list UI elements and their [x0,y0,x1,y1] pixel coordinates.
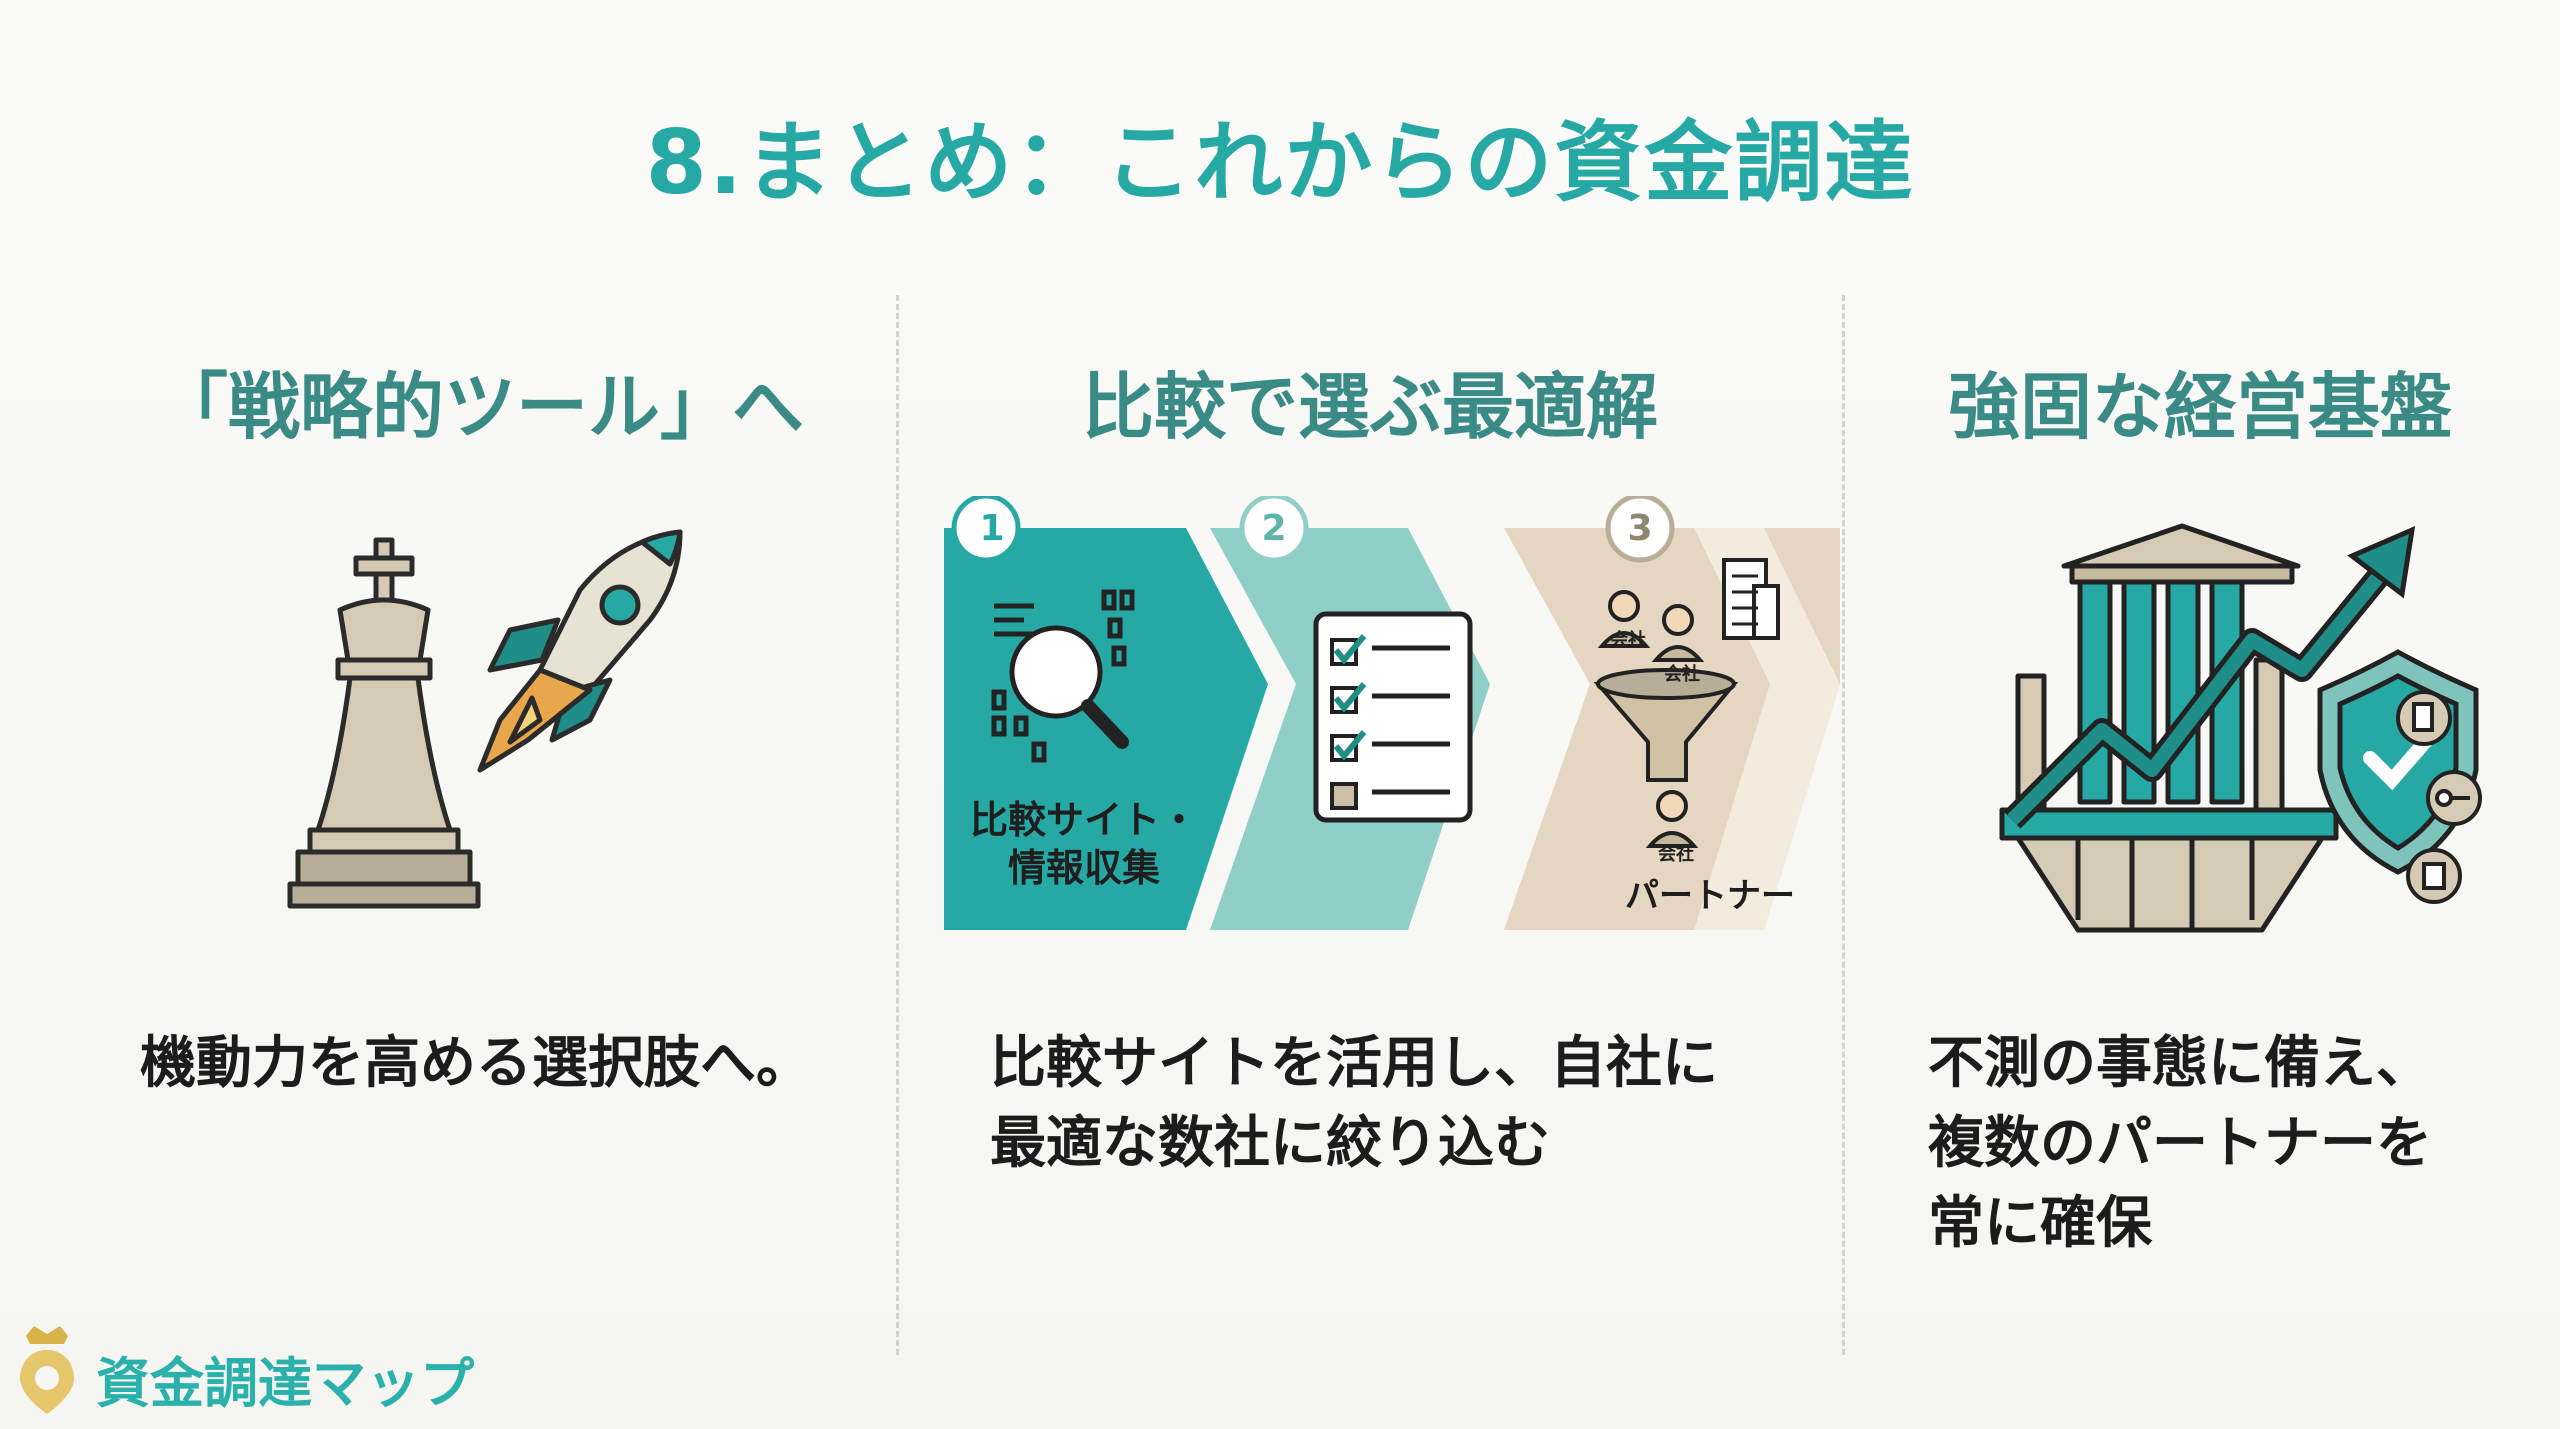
page-title: 8.まとめ：これからの資金調達 [645,111,1915,214]
column-2-text-line: 比較サイトを活用し、自社に [990,1031,1718,1096]
column-2-text: 比較サイトを活用し、自社に 最適な数社に絞り込む [990,1024,1810,1184]
column-divider-1 [896,295,899,1355]
column-2-heading: 比較で選ぶ最適解 [1081,365,1658,449]
process-diagram [944,496,1840,930]
column-2-text-line: 最適な数社に絞り込む [990,1111,1550,1176]
company-tag-3: 会社 [1658,844,1694,865]
step-3-label: パートナー [1625,876,1795,916]
step-1-label-line: 比較サイト・ [969,798,1198,842]
brand-logo-icon [20,1326,74,1414]
column-divider-2 [1842,295,1845,1355]
magnifier-icon [991,589,1135,763]
step-1-label-line: 情報収集 [1007,846,1160,890]
column-3-text-line: 不測の事態に備え、 [1928,1031,2432,1096]
building-icon [1722,558,1780,640]
column-1-text-line: 機動力を高める選択肢へ。 [140,1031,812,1096]
step-1-label: 比較サイト・ 情報収集 [944,796,1224,892]
growth-arrow-icon [2003,525,2416,829]
company-tag-2: 会社 [1664,664,1700,685]
column-3-text: 不測の事態に備え、 複数のパートナーを 常に確保 [1928,1024,2528,1264]
chess-king-icon [287,537,481,909]
column-1-heading: 「戦略的ツール」へ [155,365,804,449]
funnel-icon [1593,590,1739,848]
step-3-tip [1694,528,1840,930]
rocket-icon [477,529,683,773]
column-3-text-line: 複数のパートナーを [1928,1111,2432,1176]
step-3-badge [1605,496,1675,563]
step-1-badge [951,496,1021,563]
step-3-number: 3 [1627,508,1653,549]
checklist-icon [1313,611,1473,823]
step-2-number: 2 [1261,508,1287,549]
column-1-text: 機動力を高める選択肢へ。 [140,1024,860,1104]
column-3-heading: 強固な経営基盤 [1947,365,2452,449]
shield-check-icon [2317,649,2479,875]
footer-brand[interactable]: 資金調達マップ [96,1352,474,1415]
financial-foundation-icon [1999,523,2482,933]
step-2-badge [1239,496,1309,563]
company-tag-1: 会社 [1610,630,1646,651]
column-3-text-line: 常に確保 [1928,1191,2152,1256]
step-1-number: 1 [979,508,1005,549]
